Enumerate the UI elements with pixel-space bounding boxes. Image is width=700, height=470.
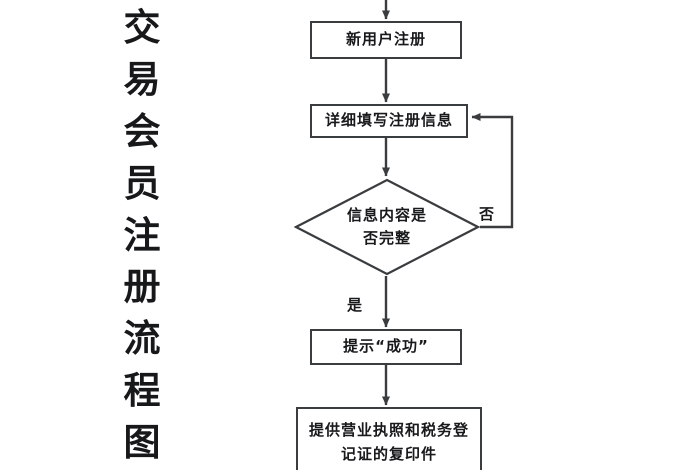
node-fill-registration-info-label: 详细填写注册信息 (324, 111, 453, 130)
node-provide-license-documents[interactable]: 提供营业执照和税务登 记证的复印件 (296, 407, 482, 470)
title-char-3: 会 (123, 108, 161, 153)
node-show-success-message[interactable]: 提示“成功” (310, 329, 462, 365)
title-char-9: 图 (123, 419, 161, 464)
title-char-7: 流 (123, 316, 161, 361)
title-char-2: 易 (123, 57, 161, 102)
node-new-user-registration[interactable]: 新用户注册 (310, 21, 462, 59)
title-char-6: 册 (123, 264, 161, 309)
node-provide-license-documents-label: 提供营业执照和税务登 记证的复印件 (308, 421, 469, 463)
node-info-complete-decision[interactable]: 信息内容是 否完整 (294, 178, 480, 276)
branch-label-no: 否 (477, 203, 497, 224)
title-char-8: 程 (123, 367, 161, 412)
branch-label-yes: 是 (345, 294, 365, 315)
title-char-5: 注 (123, 212, 161, 257)
node-info-complete-decision-label: 信息内容是 否完整 (346, 205, 427, 247)
node-show-success-message-label: 提示“成功” (343, 337, 429, 356)
node-new-user-registration-label: 新用户注册 (345, 30, 426, 49)
title-char-4: 员 (123, 160, 161, 205)
node-fill-registration-info[interactable]: 详细填写注册信息 (310, 104, 468, 138)
title-char-1: 交 (123, 5, 161, 50)
decision-diamond-shape (294, 178, 480, 276)
page-title: 交 易 会 员 注 册 流 程 图 (118, 2, 166, 468)
